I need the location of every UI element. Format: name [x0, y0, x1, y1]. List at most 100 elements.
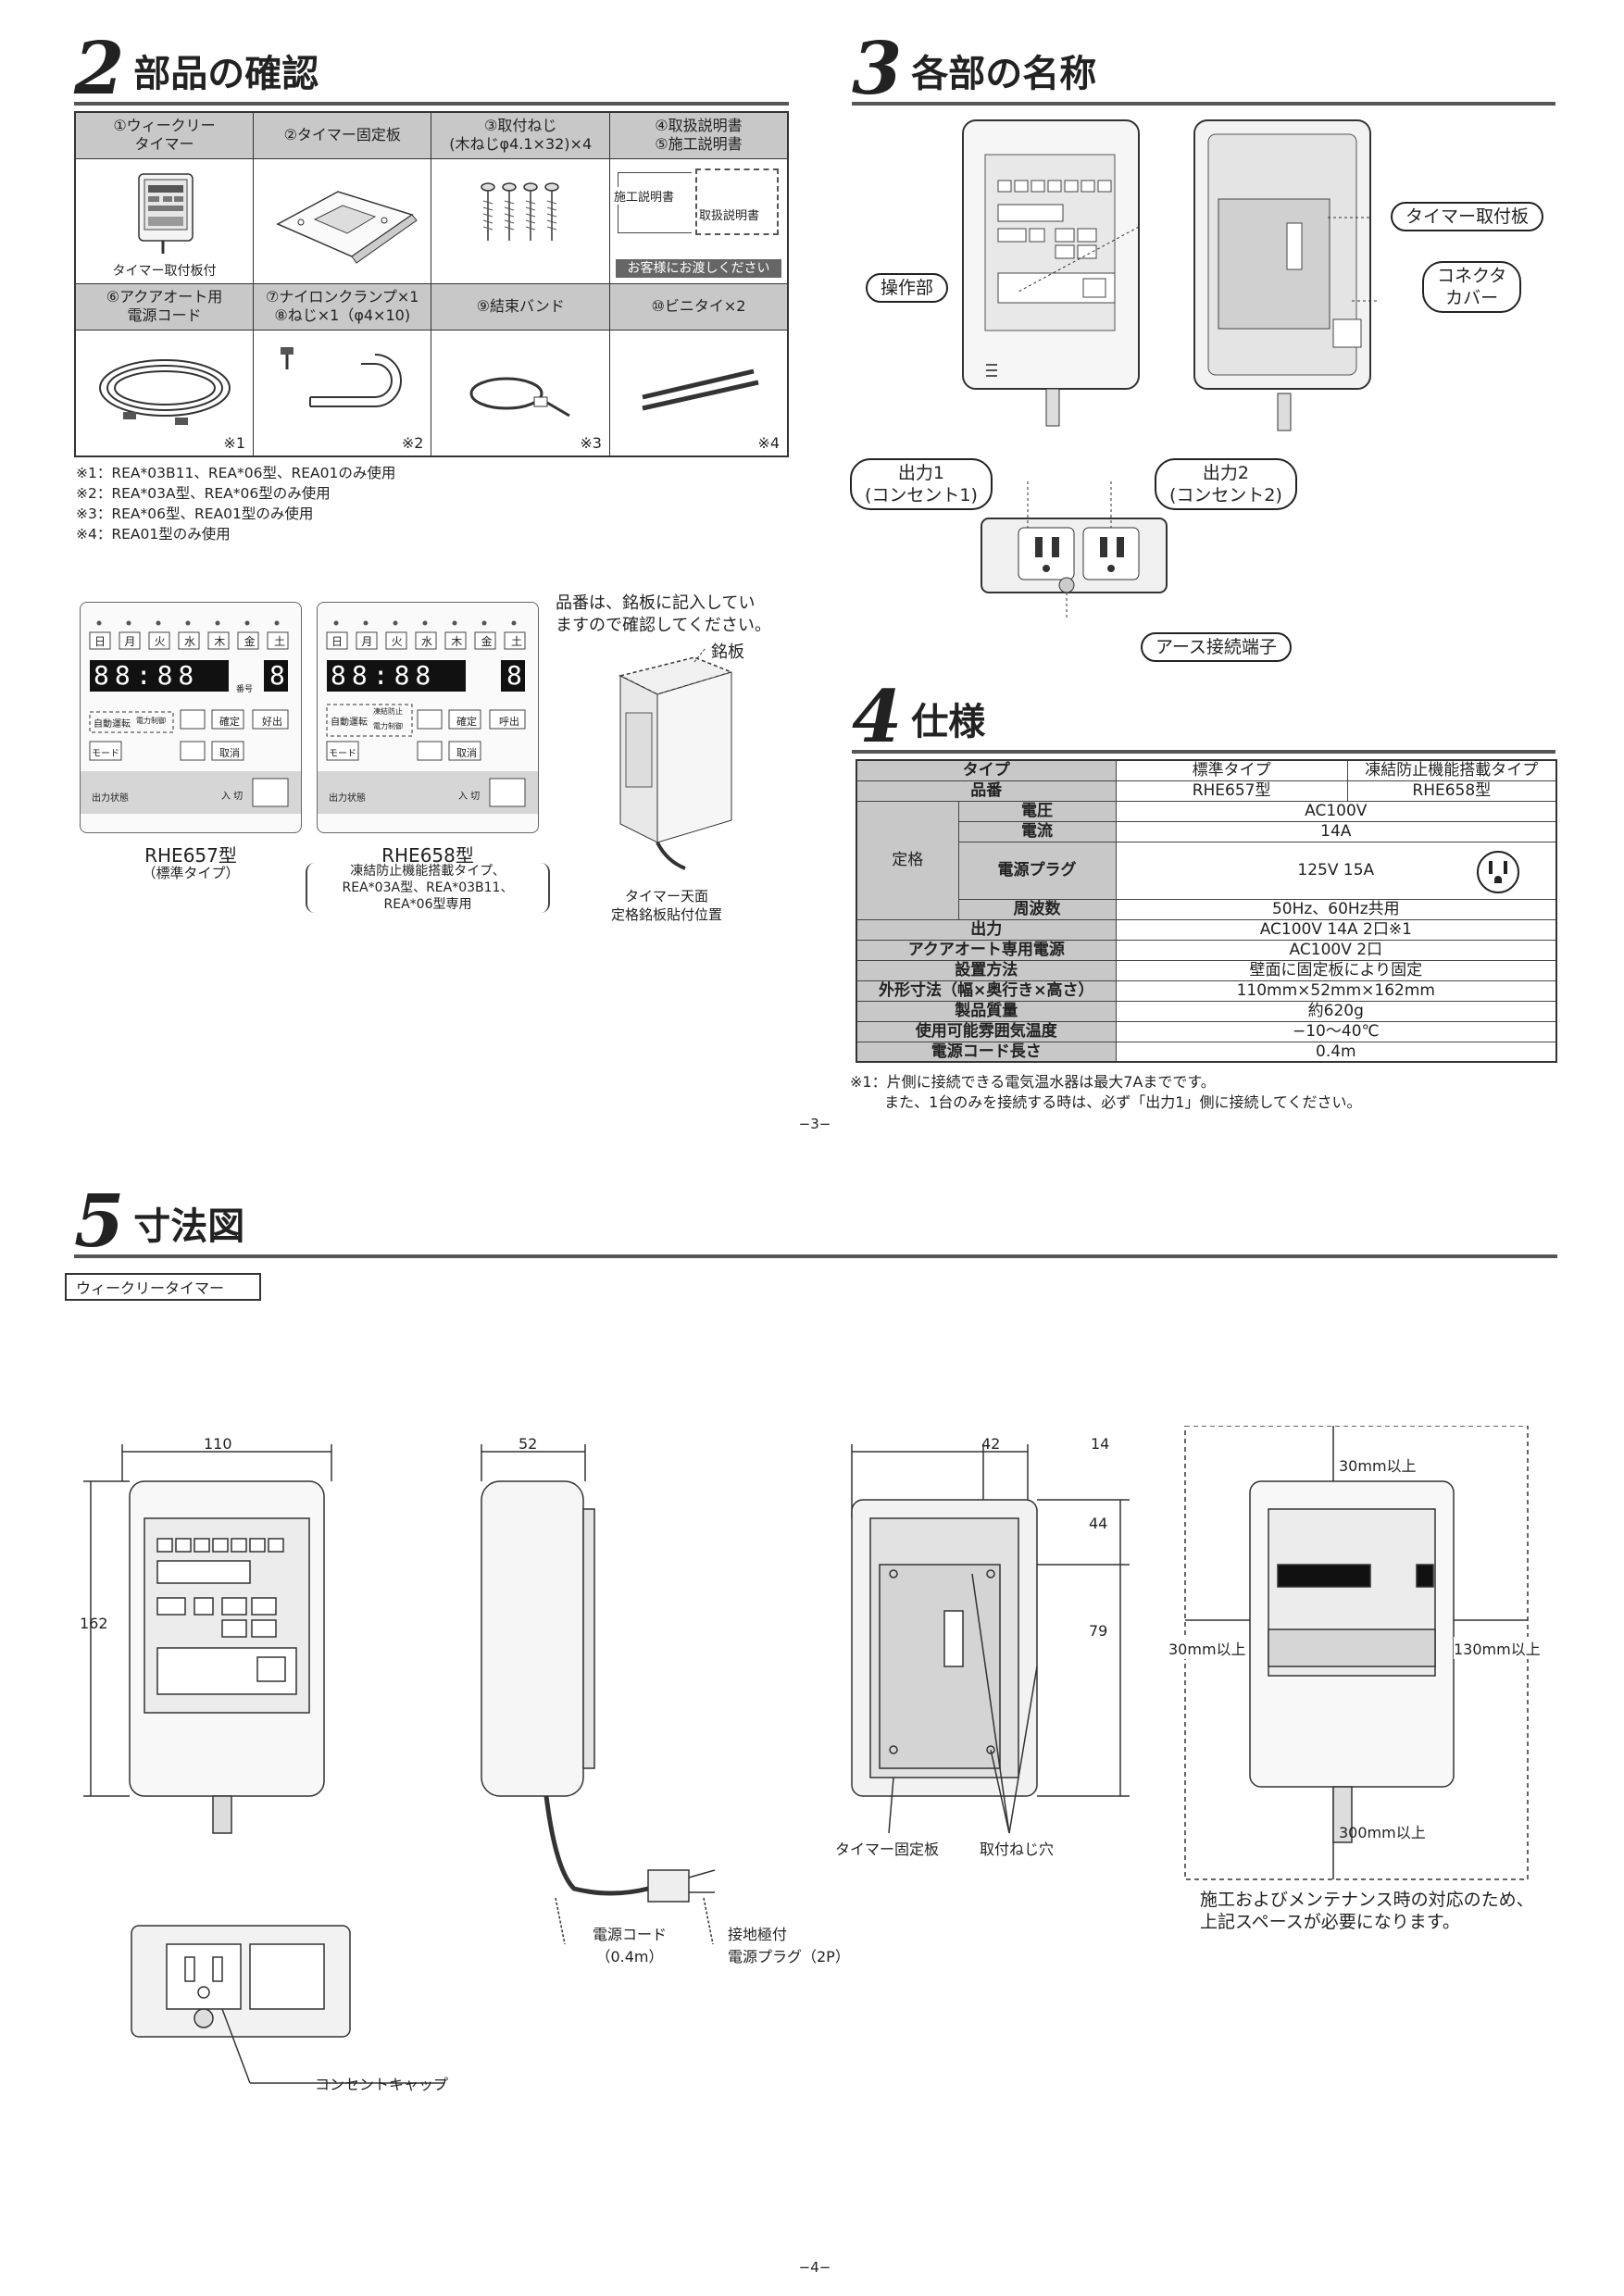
- section-title: 部品の確認: [133, 53, 319, 95]
- note-mark: ※3: [580, 434, 602, 452]
- time-display: 88:88: [94, 660, 200, 691]
- on-off-label: 入 切: [458, 792, 481, 802]
- spec-temp-label: 使用可能雰囲気温度: [856, 1020, 1117, 1042]
- note-mark: ※2: [401, 434, 424, 452]
- on-off-label: 入 切: [221, 792, 244, 802]
- confirm-button: 確定: [219, 716, 240, 728]
- model-rhe657-name: RHE657型: [144, 844, 237, 867]
- part-timer-cell: タイマー取付板付: [74, 157, 254, 284]
- spec-size-label: 外形寸法（幅×奥行き×高さ）: [856, 980, 1117, 1002]
- parts-notes: ※1：REA*03B11、REA*06型、REA01のみ使用 ※2：REA*03…: [76, 465, 396, 543]
- callout-operation: 操作部: [866, 273, 949, 303]
- nameplate-caption: タイマー天面定格銘板貼付位置: [610, 888, 722, 923]
- spec-rating-label: 定格: [856, 800, 959, 920]
- parts-header-10: ⑩ビニタイ×2: [608, 282, 789, 331]
- part-vinyl-tie-cell: ※4: [608, 329, 789, 457]
- plate-illustration: [276, 190, 418, 264]
- section-title: 寸法図: [133, 1205, 245, 1248]
- nameplate-note: 品番は、銘板に記入していますので確認してください。: [556, 593, 771, 635]
- clearance-bottom: 300mm以上: [1339, 1824, 1426, 1841]
- spec-freq-label: 周波数: [957, 898, 1117, 920]
- spec-temp: −10〜40℃: [1115, 1020, 1557, 1042]
- number-display: 8: [269, 660, 285, 691]
- clearance-left: 30mm以上: [1168, 1637, 1246, 1659]
- spec-type-frz: 凍結防止機能搭載タイプ: [1346, 759, 1557, 781]
- cord-label: 電源コード（0.4m）: [593, 1926, 668, 1965]
- clamp-illustration: [280, 347, 402, 408]
- timer-front-back-illustration: [962, 119, 1380, 431]
- panel-rhe658: 日月火水木金土 88:88 8 自動運転 凍結防止 電力制御 確定 呼出 モード…: [317, 602, 539, 833]
- plug-outlet-icon: [1477, 850, 1519, 893]
- section-title: 仕様: [911, 701, 986, 743]
- spec-size: 110mm×52mm×162mm: [1115, 980, 1557, 1002]
- parts-header-3: ③取付ねじ(木ねじφ4.1×32)×4: [431, 111, 610, 159]
- note-mark: ※1: [223, 434, 245, 452]
- spec-voltage-label: 電圧: [957, 800, 1117, 822]
- spec-mass: 約620g: [1115, 1000, 1557, 1022]
- power-control-label: 電力制御: [136, 717, 166, 725]
- screw-holes-label: 取付ねじ穴: [980, 1841, 1055, 1858]
- dim-height-162: 162: [80, 1615, 108, 1632]
- spec-install-label: 設置方法: [856, 959, 1117, 981]
- day-labels: 日月火水木金土: [94, 635, 285, 648]
- section-number: 4: [852, 675, 903, 759]
- model-rhe657-sub: （標準タイプ）: [142, 865, 240, 881]
- callout-earth-terminal: アース接続端子: [1141, 632, 1292, 662]
- spec-notes: ※1：片側に接続できる電気温水器は最大7Aまでです。 また、1台のみを接続する時…: [850, 1073, 1362, 1111]
- spec-current-label: 電流: [957, 820, 1117, 842]
- clearance-right: 130mm以上: [1454, 1637, 1541, 1659]
- dim-42: 42: [981, 1435, 1001, 1453]
- spec-voltage: AC100V: [1115, 800, 1557, 822]
- callout-connector-cover: コネクタカバー: [1422, 261, 1522, 313]
- timer-illustration: [137, 172, 194, 254]
- spec-plug: 125V 15A: [1297, 861, 1375, 880]
- parts-header-9: ⑨結束バンド: [431, 282, 610, 331]
- callout-mount-plate: タイマー取付板: [1391, 202, 1544, 231]
- auto-label: 自動運転: [94, 719, 131, 730]
- spec-freq: 50Hz、60Hz共用: [1115, 898, 1557, 920]
- mode-button: モード: [329, 749, 356, 759]
- spec-plug-cell: 125V 15A: [1115, 841, 1557, 900]
- section-title: 各部の名称: [911, 53, 1097, 95]
- spec-model-frz: RHE658型: [1346, 780, 1557, 802]
- nameplate-label: 銘板: [711, 643, 744, 662]
- plug-label: 接地極付電源プラグ（2P）: [728, 1926, 850, 1965]
- section-2-header: 2 部品の確認: [74, 33, 789, 106]
- parts-header-1: ①ウィークリータイマー: [74, 111, 254, 159]
- dim-44: 44: [1089, 1515, 1108, 1532]
- outlet-cap-label: コンセントキャップ: [315, 2076, 449, 2093]
- dim-depth-52: 52: [518, 1435, 538, 1453]
- output-state-label: 出力状態: [329, 793, 366, 804]
- screws-illustration: [481, 181, 559, 241]
- section-number: 3: [852, 27, 903, 111]
- parts-table: ①ウィークリータイマー ②タイマー固定板 ③取付ねじ(木ねじφ4.1×32)×4…: [74, 111, 789, 457]
- mode-button: モード: [92, 749, 119, 759]
- spec-model-label: 品番: [856, 780, 1117, 802]
- output-state-label: 出力状態: [92, 793, 129, 804]
- spec-model-std: RHE657型: [1115, 780, 1348, 802]
- power-control-label: 電力制御: [373, 722, 403, 730]
- auto-label: 自動運転: [331, 718, 368, 728]
- freeze-label: 凍結防止: [373, 707, 403, 716]
- spec-install: 壁面に固定板により固定: [1115, 959, 1557, 981]
- spec-output: AC100V 14A 2口※1: [1115, 918, 1557, 941]
- vinyl-tie-illustration: [642, 368, 760, 411]
- doc-install-label: 施工説明書: [613, 186, 674, 205]
- band-illustration: [469, 377, 570, 418]
- part-plate-cell: [252, 157, 432, 284]
- handover-banner: お客様にお渡しください: [615, 258, 781, 278]
- cancel-button: 取消: [456, 747, 477, 759]
- section-3-header: 3 各部の名称: [852, 27, 1555, 111]
- section-number: 5: [74, 1179, 125, 1264]
- spec-cord: 0.4m: [1115, 1041, 1557, 1063]
- outlet-illustration: [981, 481, 1168, 620]
- part-clamp-cell: ※2: [252, 329, 432, 457]
- spec-type-label: タイプ: [856, 759, 1117, 781]
- part-band-cell: ※3: [431, 329, 610, 457]
- part-cord-cell: ※1: [74, 329, 254, 457]
- callout-output2: 出力2(コンセント2): [1155, 458, 1297, 510]
- page-number-3: −3−: [798, 1116, 831, 1132]
- part-manuals-cell: 施工説明書 取扱説明書 お客様にお渡しください: [608, 157, 789, 284]
- page-number-4: −4−: [798, 2259, 831, 2276]
